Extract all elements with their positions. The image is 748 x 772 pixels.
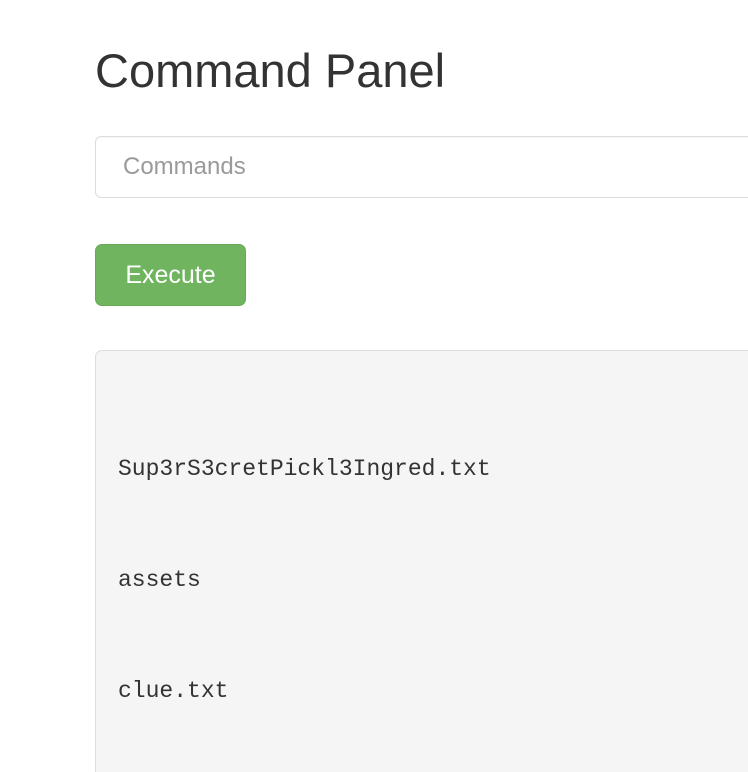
command-input[interactable]	[95, 136, 748, 199]
execute-button[interactable]: Execute	[95, 244, 246, 307]
command-output: Sup3rS3cretPickl3Ingred.txt assets clue.…	[95, 350, 748, 772]
content-container: Command Panel Execute Sup3rS3cretPickl3I…	[95, 0, 748, 772]
output-line: clue.txt	[118, 678, 229, 705]
output-line: Sup3rS3cretPickl3Ingred.txt	[118, 456, 491, 483]
page-title: Command Panel	[95, 44, 446, 97]
output-line: assets	[118, 567, 201, 594]
